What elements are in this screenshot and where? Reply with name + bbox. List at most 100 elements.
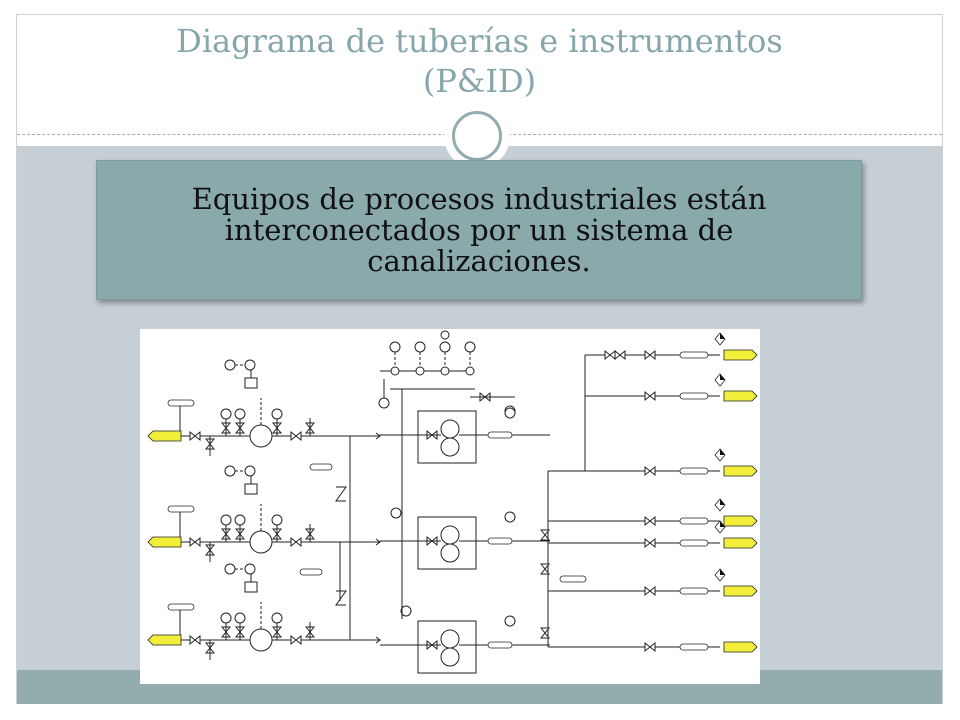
inlet-valve-icon bbox=[189, 430, 201, 442]
instrument-bubble bbox=[224, 359, 236, 371]
line-tag bbox=[559, 575, 587, 583]
output-valve-icon bbox=[644, 390, 656, 402]
line-tag bbox=[679, 392, 709, 400]
instrument-bubble bbox=[400, 605, 412, 617]
instrument-bubble bbox=[244, 563, 256, 575]
inlet-valve-icon bbox=[189, 634, 201, 646]
instrument-bubble bbox=[504, 407, 516, 419]
pressure-gauge-icon bbox=[220, 514, 232, 526]
instrument-bubble bbox=[378, 397, 390, 409]
output-stream-tag bbox=[723, 641, 758, 653]
valve-icon bbox=[614, 349, 626, 361]
junction-icon bbox=[415, 366, 425, 376]
valve-icon bbox=[539, 563, 551, 575]
pressure-gauge-icon bbox=[271, 408, 283, 420]
check-valve-icon bbox=[290, 634, 302, 646]
pump-icon bbox=[249, 424, 273, 448]
line-tag bbox=[679, 643, 709, 651]
indicator-fill bbox=[720, 449, 725, 455]
title-line-2: (P&ID) bbox=[422, 62, 537, 100]
instrument-bubble bbox=[440, 330, 450, 340]
instrument-bubble bbox=[224, 563, 236, 575]
instrument-bubble bbox=[504, 511, 516, 523]
junction-icon bbox=[440, 366, 450, 376]
valve-icon bbox=[604, 349, 616, 361]
instrument-bubble bbox=[389, 341, 401, 353]
slide-title: Diagrama de tuberías e instrumentos (P&I… bbox=[17, 21, 942, 101]
heat-exchanger-icon bbox=[440, 419, 460, 439]
heat-exchanger-icon bbox=[440, 525, 460, 545]
output-stream-tag bbox=[723, 349, 758, 361]
indicator-fill bbox=[720, 521, 725, 527]
line-tag bbox=[679, 467, 709, 475]
divider-ring-icon bbox=[444, 103, 510, 169]
instrument-bubble bbox=[244, 465, 256, 477]
heat-exchanger-icon bbox=[440, 647, 460, 667]
pid-svg bbox=[147, 330, 758, 674]
output-valve-icon bbox=[644, 585, 656, 597]
inlet-valve-icon bbox=[189, 536, 201, 548]
indicator-fill bbox=[720, 499, 725, 505]
output-valve-icon bbox=[644, 537, 656, 549]
instrument-bubble bbox=[439, 341, 451, 353]
indicator-fill bbox=[720, 374, 725, 380]
instrument-bubble bbox=[390, 507, 402, 519]
inlet-label bbox=[167, 399, 195, 407]
callout-text: Equipos de procesos industriales están i… bbox=[191, 181, 767, 278]
output-stream-tag bbox=[723, 465, 758, 477]
inlet-label bbox=[167, 603, 195, 611]
check-valve-icon bbox=[335, 486, 347, 502]
indicator-fill bbox=[720, 333, 725, 339]
inlet-tag bbox=[147, 430, 182, 442]
instrument-bubble bbox=[464, 341, 476, 353]
line-tag bbox=[487, 431, 513, 439]
heat-exchanger-icon bbox=[440, 629, 460, 649]
pressure-gauge-icon bbox=[234, 612, 246, 624]
indicator-fill bbox=[720, 569, 725, 575]
pressure-gauge-icon bbox=[271, 514, 283, 526]
line-tag bbox=[679, 517, 709, 525]
output-stream-tag bbox=[723, 515, 758, 527]
heat-exchanger-icon bbox=[440, 437, 460, 457]
line-tag bbox=[487, 537, 513, 545]
pressure-gauge-icon bbox=[234, 514, 246, 526]
pid-diagram bbox=[140, 329, 760, 684]
inlet-tag bbox=[147, 634, 182, 646]
output-valve-icon bbox=[644, 641, 656, 653]
output-valve-icon bbox=[644, 349, 656, 361]
valve-icon bbox=[539, 627, 551, 639]
junction-icon bbox=[390, 366, 400, 376]
inlet-tag bbox=[147, 536, 182, 548]
instrument-bubble bbox=[504, 615, 516, 627]
pressure-gauge-icon bbox=[234, 408, 246, 420]
heat-exchanger-icon bbox=[440, 543, 460, 563]
output-valve-icon bbox=[644, 465, 656, 477]
output-stream-tag bbox=[723, 585, 758, 597]
instrument-bubble bbox=[414, 341, 426, 353]
motor-box bbox=[244, 581, 258, 593]
output-valve-icon bbox=[644, 515, 656, 527]
instrument-bubble bbox=[244, 359, 256, 371]
check-valve-icon bbox=[290, 430, 302, 442]
check-valve-icon bbox=[290, 536, 302, 548]
inlet-label bbox=[167, 505, 195, 513]
check-valve-icon bbox=[335, 590, 347, 606]
motor-box bbox=[244, 377, 258, 389]
motor-box bbox=[244, 483, 258, 495]
pressure-gauge-icon bbox=[220, 408, 232, 420]
instrument-bubble bbox=[224, 465, 236, 477]
ring-inner bbox=[452, 111, 502, 161]
line-tag bbox=[487, 641, 513, 649]
line-tag bbox=[679, 351, 709, 359]
line-tag bbox=[679, 587, 709, 595]
pump-icon bbox=[249, 530, 273, 554]
output-stream-tag bbox=[723, 390, 758, 402]
title-line-1: Diagrama de tuberías e instrumentos bbox=[176, 22, 783, 60]
valve-icon bbox=[539, 529, 551, 541]
line-tag bbox=[299, 568, 323, 576]
pump-icon bbox=[249, 628, 273, 652]
line-tag bbox=[679, 539, 709, 547]
junction-icon bbox=[465, 366, 475, 376]
pressure-gauge-icon bbox=[271, 612, 283, 624]
output-stream-tag bbox=[723, 537, 758, 549]
